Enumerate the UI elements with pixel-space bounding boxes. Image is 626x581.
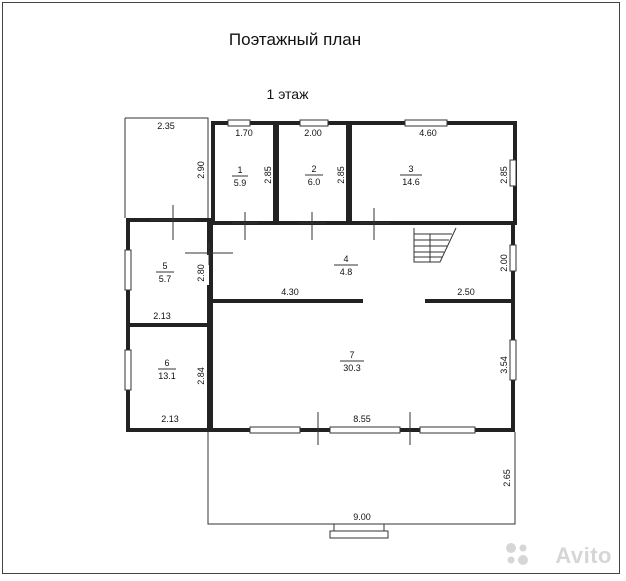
dim-room-2-width: 2.13: [161, 414, 179, 424]
dim-room-6-width: 4.60: [419, 128, 437, 138]
terrace-step-2: [329, 530, 389, 539]
dim-hall-depth: 2.00: [499, 254, 509, 272]
room-1-area: 5.7: [159, 274, 172, 284]
stairs-icon: [413, 227, 457, 263]
window-room-7-side: [509, 339, 517, 381]
room-5-area: 6.0: [308, 177, 321, 187]
room-4-area: 5.9: [234, 178, 247, 188]
terrace-outline: [207, 432, 516, 525]
plan-title: Поэтажный план: [228, 30, 362, 49]
dim-porch-depth: 2.90: [196, 161, 206, 179]
plan-frame: [2, 2, 620, 574]
dim-room-1-depth: 2.80: [196, 264, 206, 282]
dim-hall-right-width: 2.50: [457, 287, 475, 297]
window-room-7-front-left: [249, 426, 301, 434]
room-6-area: 14.6: [402, 177, 420, 187]
dimension-labels: 2.35 2.90 1.70 2.85 2.00 2.85 4.60 2.85 …: [153, 121, 512, 522]
dim-room-1-width: 2.13: [153, 311, 171, 321]
porch-outline: [124, 117, 209, 218]
dim-room-7-width: 8.55: [353, 414, 371, 424]
dim-room-4-depth: 2.85: [263, 166, 273, 184]
room-6-number: 3: [408, 164, 413, 174]
door-markers: [150, 205, 411, 445]
dim-room-5-depth: 2.85: [336, 166, 346, 184]
room-1-number: 5: [162, 261, 167, 271]
room-3-number: 4: [343, 254, 348, 264]
room-2-number: 6: [164, 358, 169, 368]
room-4-number: 1: [237, 165, 242, 175]
room-5-number: 2: [311, 164, 316, 174]
window-room-1: [124, 249, 132, 291]
window-room-4: [227, 119, 251, 127]
window-room-5: [299, 119, 329, 127]
window-room-6-side: [509, 159, 517, 187]
dim-room-6-depth: 2.85: [499, 166, 509, 184]
dim-room-7-depth: 3.54: [499, 356, 509, 374]
avito-watermark: Avito: [555, 543, 612, 568]
dim-porch-top-width: 2.35: [157, 121, 175, 131]
window-room-7-front-mid: [329, 426, 401, 434]
dim-room-5-width: 2.00: [304, 128, 322, 138]
main-outer-wall: [209, 221, 515, 432]
room-6-walls: [348, 121, 517, 225]
room-2-area: 13.1: [158, 371, 176, 381]
room-labels: 1 5.9 2 6.0 3 14.6 4 4.8 5 5.7 6 13.1 7 …: [156, 164, 422, 381]
dim-room-2-depth: 2.84: [196, 367, 206, 385]
window-room-2: [124, 349, 132, 391]
terrace-step: [333, 523, 385, 532]
floor-label: 1 этаж: [266, 86, 309, 102]
room-7-number: 7: [349, 350, 354, 360]
window-hall-side: [509, 244, 517, 272]
window-room-6: [404, 119, 448, 127]
room-7-area: 30.3: [343, 363, 361, 373]
window-room-7-front-right: [419, 426, 476, 434]
avito-logo-icon: [506, 543, 528, 565]
dim-hall-left-width: 4.30: [281, 287, 299, 297]
dim-room-4-width: 1.70: [235, 128, 253, 138]
dim-terrace-width: 9.00: [353, 512, 371, 522]
room-3-area: 4.8: [340, 267, 353, 277]
dim-terrace-depth: 2.65: [502, 469, 512, 487]
